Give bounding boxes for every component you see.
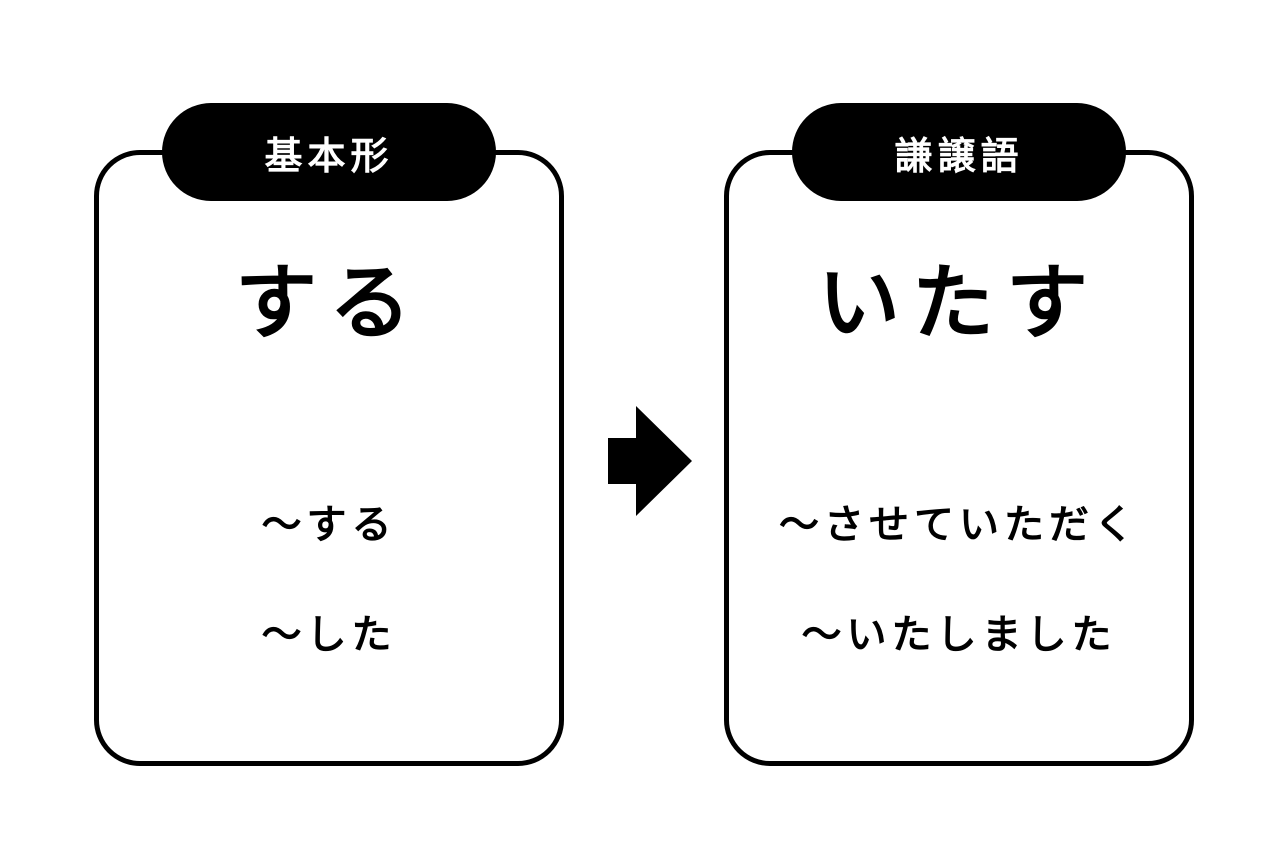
humble-form-word: いたす: [817, 256, 1100, 351]
arrow-right-icon: [608, 406, 692, 516]
humble-form-tab: 謙譲語: [792, 103, 1126, 201]
base-form-conjugation-list: 〜する 〜した: [99, 495, 559, 715]
base-form-tab-label: 基本形: [264, 133, 394, 178]
humble-form-conjugation-list: 〜させていただく 〜いたしました: [729, 495, 1189, 715]
humble-form-conjugation-item: 〜いたしました: [801, 612, 1117, 658]
base-form-word: する: [234, 256, 423, 351]
humble-form-tab-label: 謙譲語: [894, 133, 1024, 178]
base-form-tab: 基本形: [162, 103, 496, 201]
arrow-right-shape: [608, 406, 692, 516]
base-form-card: 基本形 する 〜する 〜した: [94, 103, 564, 766]
base-form-conjugation-item: 〜する: [261, 502, 397, 548]
humble-form-card: 謙譲語 いたす 〜させていただく 〜いたしました: [724, 103, 1194, 766]
humble-form-conjugation-item: 〜させていただく: [779, 502, 1139, 548]
base-form-conjugation-item: 〜した: [261, 612, 397, 658]
